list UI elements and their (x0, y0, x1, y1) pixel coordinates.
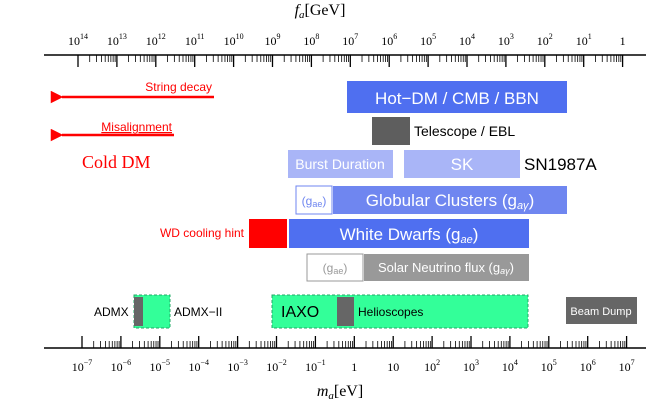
bottom-axis-ticks (81, 336, 628, 348)
bottom-axis-tick-label: 10−7 (72, 358, 93, 374)
top-axis-tick-label: 101 (576, 32, 592, 48)
sk-label: SK (451, 155, 474, 174)
solar-neutrino-label: Solar Neutrino flux (gaγ) (378, 260, 514, 276)
string-decay-label: String decay (145, 80, 212, 94)
burst-duration-bar (288, 150, 393, 178)
solar-gae-box (306, 253, 364, 282)
bottom-axis-tick-label: 10−3 (227, 358, 248, 374)
top-axis-tick-label: 108 (303, 32, 319, 48)
bottom-axis-tick-label: 1 (351, 360, 357, 374)
admx2-label: ADMX−II (174, 305, 222, 319)
beam-dump-label: Beam Dump (570, 306, 631, 318)
burst-duration-label: Burst Duration (295, 156, 384, 172)
telescope-label: Telescope / EBL (414, 123, 515, 139)
bottom-axis-tick-labels: 10−7 10−6 10−5 10−4 10−3 10−2 10−1 1 10 102 103 104… (72, 358, 635, 374)
gc-gae-box (295, 185, 333, 215)
wd-hint-bar (249, 219, 287, 248)
top-axis-tick-label: 104 (459, 32, 475, 48)
bottom-axis-tick-label: 10−4 (188, 358, 209, 374)
bottom-axis-tick-label: 10−1 (305, 358, 326, 374)
top-axis-tick-label: 102 (537, 32, 553, 48)
bottom-axis-tick-label: 103 (463, 358, 479, 374)
misalignment-label: Misalignment (101, 120, 172, 134)
bottom-axis-label: ma[eV] (317, 383, 363, 402)
top-axis-tick-label: 107 (342, 32, 358, 48)
top-axis-tick-label: 1014 (68, 32, 88, 48)
iaxo-bar (271, 294, 529, 329)
bottom-axis-tick-label: 107 (619, 358, 635, 374)
top-axis-ticks (77, 55, 624, 67)
gc-gae-label: (gae) (302, 194, 327, 209)
sk-bar (404, 150, 520, 178)
globular-clusters-bar (333, 186, 567, 214)
iaxo-label: IAXO (281, 304, 319, 321)
top-axis-tick-label: 1013 (107, 32, 127, 48)
globular-clusters-label: Globular Clusters (gaγ) (366, 191, 534, 212)
helioscopes-label: Helioscopes (358, 305, 423, 319)
wd-hint-label: WD cooling hint (160, 226, 245, 240)
white-dwarfs-label: White Dwarfs (gae) (340, 225, 479, 246)
cold-dm-label: Cold DM (82, 152, 151, 172)
solar-gae-label: (gae) (323, 261, 348, 276)
sn1987a-label: SN1987A (524, 155, 597, 174)
bottom-axis-tick-label: 104 (502, 358, 518, 374)
top-axis-label: fa[GeV] (295, 2, 346, 21)
bottom-axis-tick-label: 106 (580, 358, 596, 374)
bottom-axis-tick-label: 10−6 (111, 358, 132, 374)
helioscopes-bar (337, 297, 354, 326)
beam-dump-bar (566, 297, 637, 324)
solar-neutrino-bar (364, 254, 529, 281)
top-axis-tick-label: 1010 (224, 32, 244, 48)
bottom-axis-tick-label: 102 (424, 358, 440, 374)
telescope-bar (372, 117, 410, 145)
top-axis-tick-label: 1011 (185, 32, 205, 48)
top-axis-tick-label: 109 (265, 32, 281, 48)
top-axis-tick-label: 103 (498, 32, 514, 48)
bottom-axis-tick-label: 10−2 (266, 358, 287, 374)
hot-dm-label: Hot−DM / CMB / BBN (375, 89, 539, 108)
top-axis-tick-label: 106 (381, 32, 397, 48)
white-dwarfs-bar (289, 219, 529, 248)
top-axis-tick-label: 1 (620, 34, 626, 48)
bottom-axis-tick-label: 105 (541, 358, 557, 374)
top-axis-tick-label: 1012 (146, 32, 166, 48)
hot-dm-bar (347, 81, 567, 113)
top-axis-tick-label: 105 (420, 32, 436, 48)
bottom-axis-tick-label: 10−5 (150, 358, 171, 374)
admx-bar (134, 297, 143, 326)
bottom-axis-tick-label: 10 (387, 360, 399, 374)
admx-label: ADMX (94, 305, 129, 319)
